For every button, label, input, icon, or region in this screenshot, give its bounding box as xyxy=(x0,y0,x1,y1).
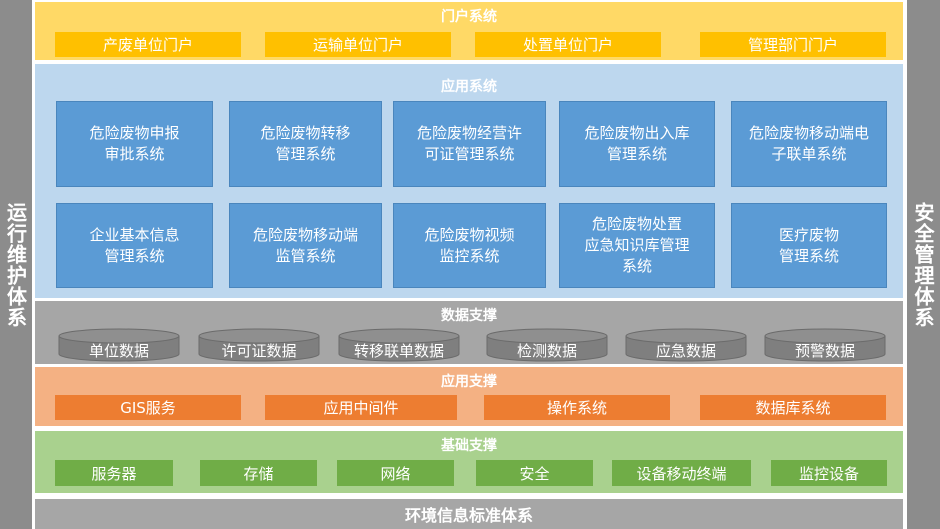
data-cylinder-label: 应急数据 xyxy=(655,341,716,360)
base-support-layer-title: 基础支撑 xyxy=(441,438,497,454)
app-box-transfer-management: 危险废物转移 管理系统 xyxy=(229,101,382,187)
data-support-layer-title: 数据支撑 xyxy=(441,308,497,324)
data-cylinder-label: 许可证数据 xyxy=(221,341,297,360)
data-cylinder-emergency: 应急数据 xyxy=(625,328,747,362)
data-cylinder-license: 许可证数据 xyxy=(198,328,320,362)
data-support-layer: 数据支撑 xyxy=(35,301,903,364)
data-cylinder-unit: 单位数据 xyxy=(58,328,180,362)
data-cylinder-label: 检测数据 xyxy=(516,341,577,360)
data-cylinder-label: 预警数据 xyxy=(794,341,855,360)
app-box-enterprise-info: 企业基本信息 管理系统 xyxy=(56,203,213,288)
app-box-license-management: 危险废物经营许 可证管理系统 xyxy=(393,101,546,187)
data-cylinder-label: 单位数据 xyxy=(88,341,149,360)
ops-maintenance-system: 运行维护体系 xyxy=(0,0,32,529)
portal-item-disposer: 处置单位门户 xyxy=(475,32,661,57)
application-layer-title: 应用系统 xyxy=(441,79,497,95)
base-support-layer: 基础支撑 xyxy=(35,431,903,493)
portal-layer-title: 门户系统 xyxy=(441,9,497,25)
base-item-security: 安全 xyxy=(476,460,593,486)
base-item-monitoring-device: 监控设备 xyxy=(771,460,887,486)
portal-item-waste-producer: 产废单位门户 xyxy=(55,32,241,57)
base-item-mobile-terminal: 设备移动终端 xyxy=(612,460,751,486)
app-box-emergency-knowledge: 危险废物处置 应急知识库管理 系统 xyxy=(559,203,715,288)
security-management-system: 安全管理体系 xyxy=(907,0,940,529)
data-cylinder-detection: 检测数据 xyxy=(486,328,608,362)
data-cylinder-warning: 预警数据 xyxy=(764,328,886,362)
base-item-server: 服务器 xyxy=(55,460,173,486)
app-box-declaration-approval: 危险废物申报 审批系统 xyxy=(56,101,213,187)
app-box-medical-waste: 医疗废物 管理系统 xyxy=(731,203,887,288)
standards-system-footer: 环境信息标准体系 xyxy=(35,499,903,529)
app-support-layer-title: 应用支撑 xyxy=(441,374,497,390)
support-item-gis: GIS服务 xyxy=(55,395,241,420)
base-item-storage: 存储 xyxy=(200,460,317,486)
standards-system-label: 环境信息标准体系 xyxy=(404,506,533,525)
portal-item-management: 管理部门门户 xyxy=(700,32,886,57)
app-box-video-monitoring: 危险废物视频 监控系统 xyxy=(393,203,546,288)
app-box-mobile-manifest: 危险废物移动端电 子联单系统 xyxy=(731,101,887,187)
data-cylinder-manifest: 转移联单数据 xyxy=(338,328,460,362)
app-box-mobile-supervision: 危险废物移动端 监管系统 xyxy=(229,203,382,288)
data-cylinder-label: 转移联单数据 xyxy=(353,341,444,360)
support-item-middleware: 应用中间件 xyxy=(265,395,457,420)
portal-item-transporter: 运输单位门户 xyxy=(265,32,451,57)
app-box-warehouse-management: 危险废物出入库 管理系统 xyxy=(559,101,715,187)
support-item-database: 数据库系统 xyxy=(700,395,886,420)
support-item-os: 操作系统 xyxy=(484,395,670,420)
base-item-network: 网络 xyxy=(337,460,454,486)
